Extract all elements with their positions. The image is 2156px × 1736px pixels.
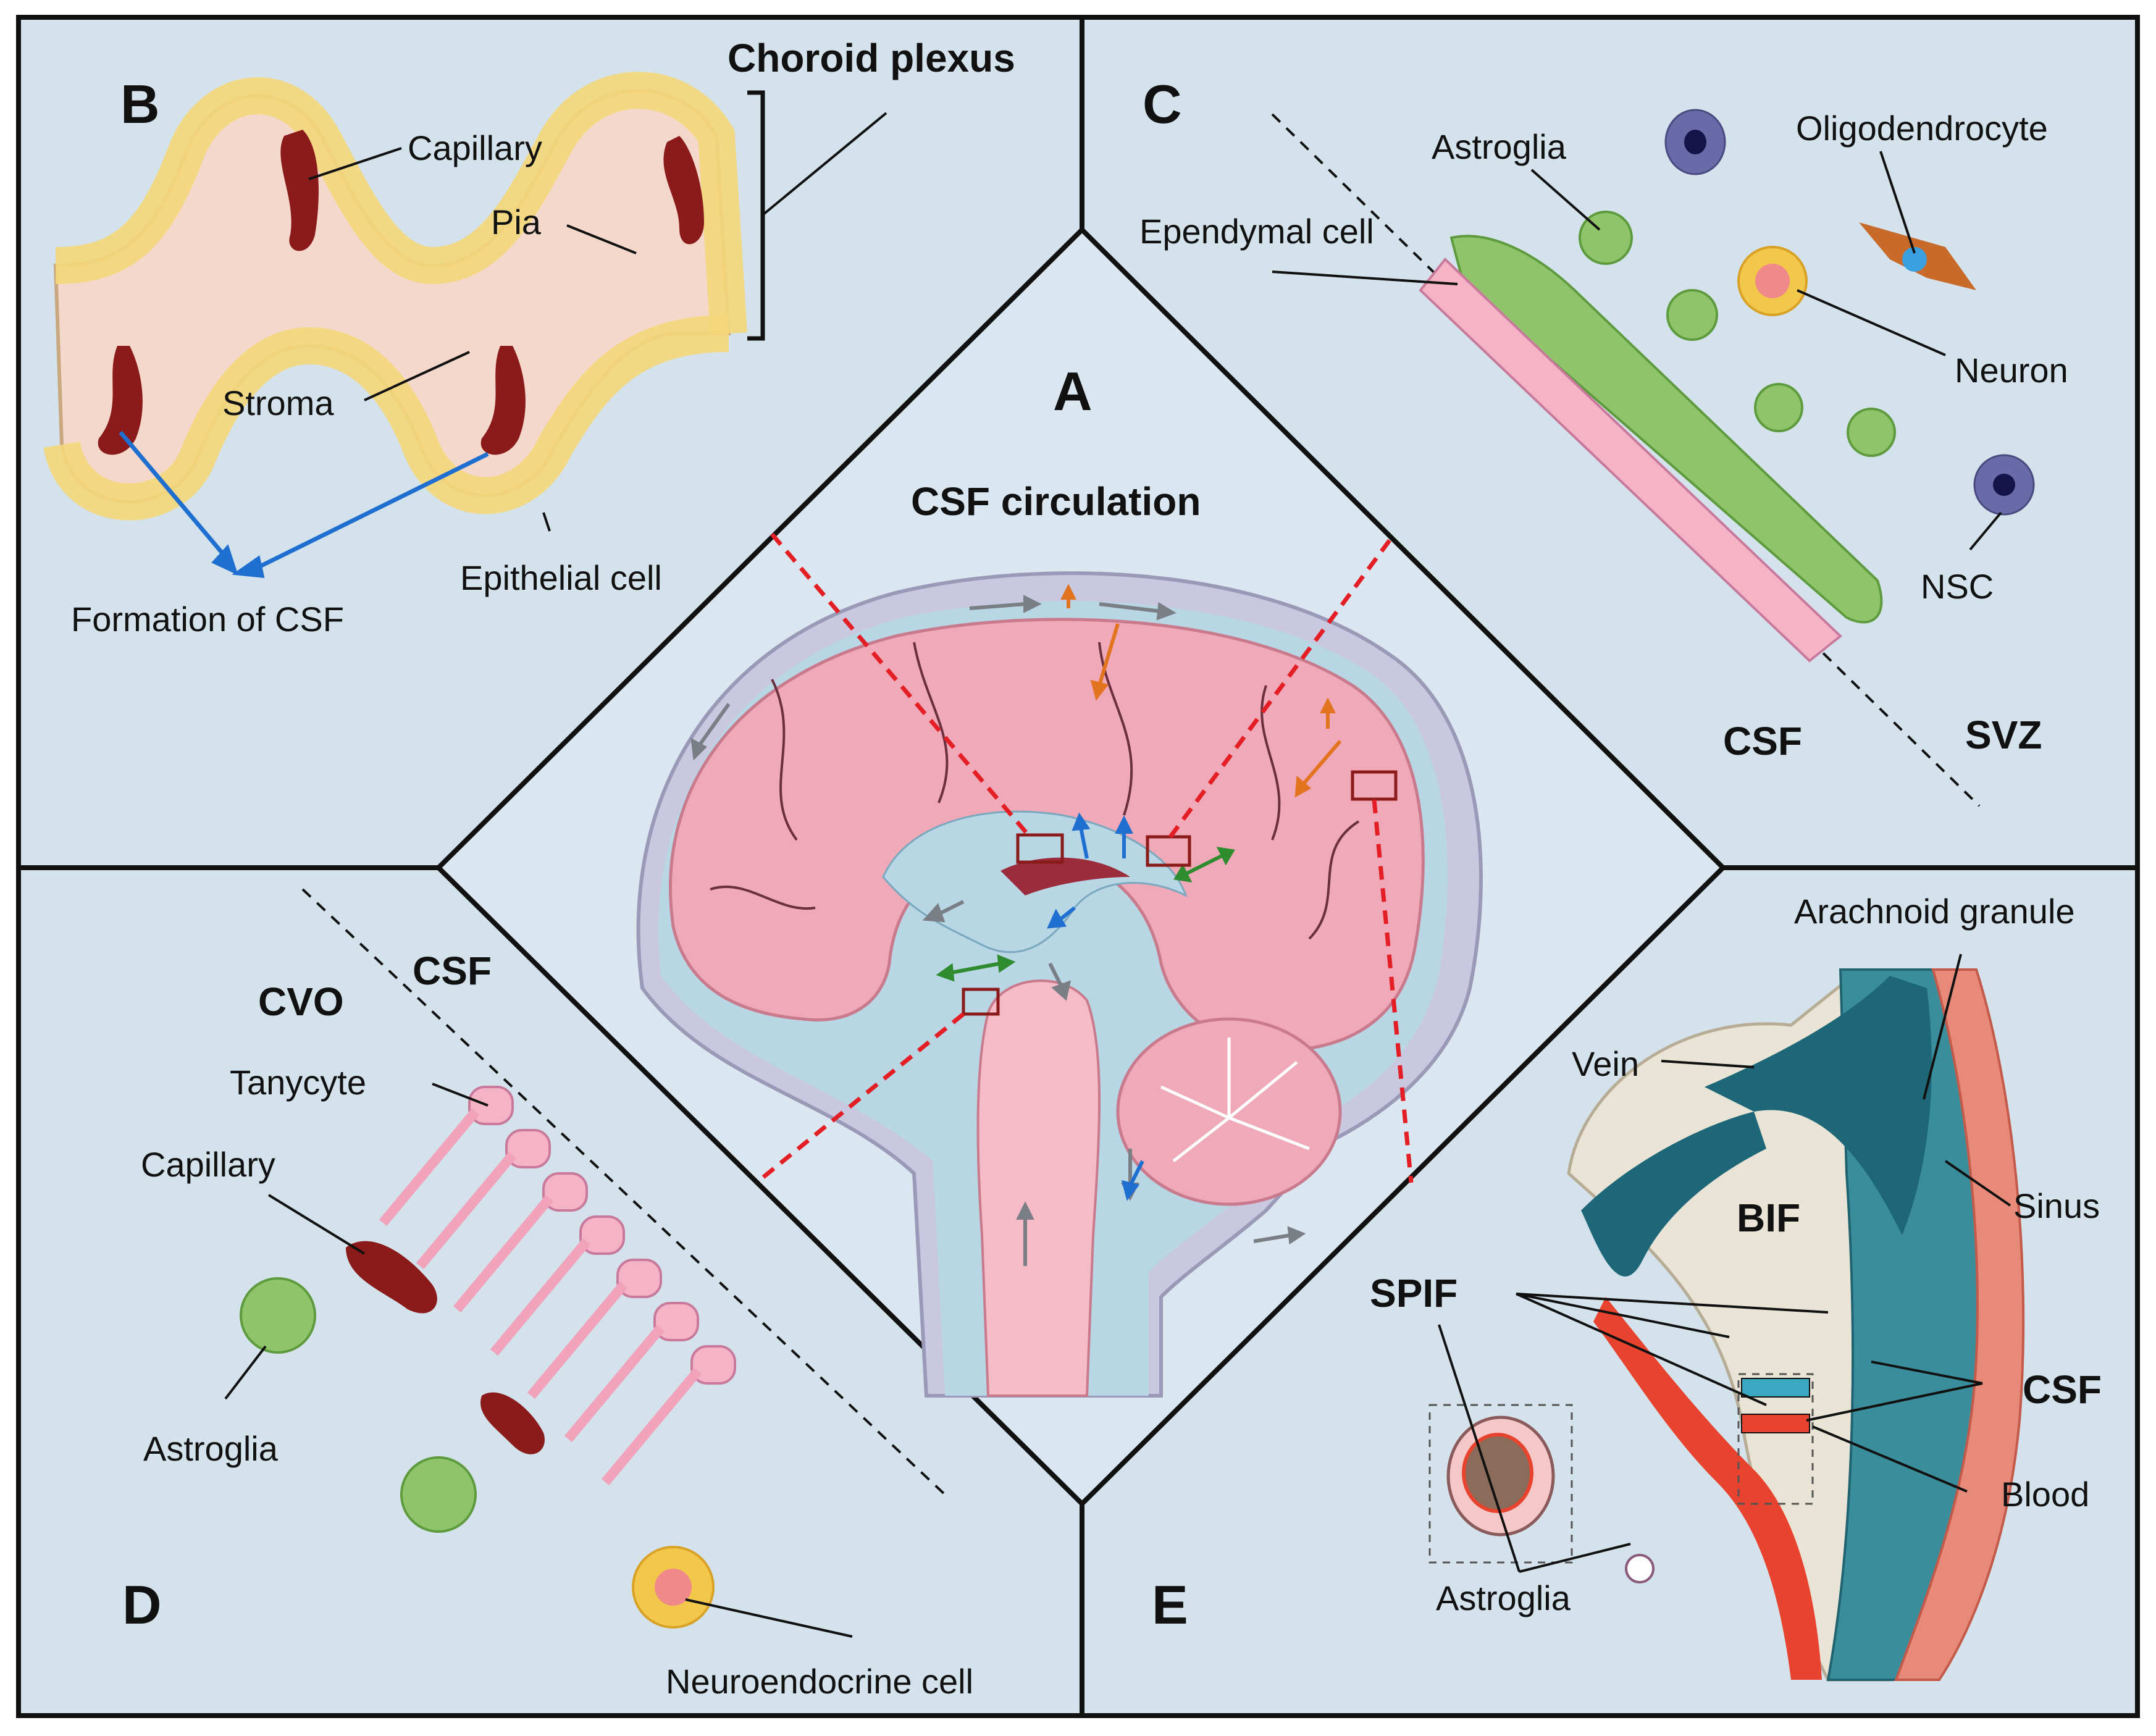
svz-label: SVZ <box>1965 713 2042 757</box>
nsc-cell-1-nucleus <box>1684 130 1706 154</box>
inset-box-left <box>1428 1404 1573 1564</box>
red-dashed-guides <box>755 532 1414 1185</box>
panel-b-leaders <box>308 112 887 532</box>
nsc-label: NSC <box>1921 567 1994 606</box>
nsc-cell-2-nucleus <box>1993 474 2015 496</box>
inset-vessel-lumen <box>1462 1433 1533 1513</box>
lower-epithelium <box>43 315 729 521</box>
sulcus-1 <box>771 679 798 841</box>
cvo-label: CVO <box>258 979 344 1024</box>
astroglia-label-c: Astroglia <box>1432 127 1566 166</box>
cvo-capillary-2 <box>480 1392 545 1454</box>
astroglia-cell-d1 <box>240 1277 316 1354</box>
astroglia-cell-c2 <box>1666 289 1718 341</box>
legend-blood-swatch <box>1741 1414 1810 1433</box>
formation-of-csf-label: Formation of CSF <box>71 600 344 639</box>
choroid-bracket <box>747 90 765 341</box>
capillary-label-d: Capillary <box>141 1145 275 1184</box>
capillary-4 <box>480 346 526 455</box>
panel-c-letter: C <box>1143 73 1182 135</box>
panel-c-leaders <box>1272 151 2002 551</box>
pia-label: Pia <box>491 203 541 241</box>
green-exchange-arrows <box>936 847 1235 982</box>
sinus-wall <box>1894 968 2025 1681</box>
blood-label: Blood <box>2001 1475 2090 1514</box>
svz-illustration <box>1271 109 2035 807</box>
blue-exchange-arrows <box>1047 812 1144 1201</box>
choroid-plexus-label: Choroid plexus <box>728 36 1015 80</box>
cvo-capillary-1 <box>346 1241 437 1314</box>
glial-layer <box>1449 235 1883 624</box>
astroglia-cell-e <box>1625 1554 1655 1583</box>
sinus-blood <box>1705 976 1932 1235</box>
brainstem <box>976 979 1101 1397</box>
astroglia-label-e: Astroglia <box>1436 1579 1571 1617</box>
panel-e-letter: E <box>1152 1574 1188 1635</box>
astroglia-cell-c4 <box>1847 408 1896 457</box>
cvo-boundary <box>301 888 946 1496</box>
box-choroid <box>1016 833 1064 864</box>
legend-csf-swatch <box>1741 1378 1810 1398</box>
panel-b-letter: B <box>120 73 160 135</box>
csf-label-e: CSF <box>2023 1367 2102 1412</box>
sulcus-6 <box>710 885 816 910</box>
ependymal-layer <box>1419 258 1843 663</box>
sulcus-5 <box>1308 820 1360 940</box>
capillary-3 <box>98 346 143 455</box>
sulcus-3 <box>1098 642 1133 816</box>
panel-d-letter: D <box>122 1574 162 1635</box>
artery-branch <box>1593 1297 1822 1680</box>
box-ependyma <box>1146 835 1191 867</box>
cerebellum-arbor <box>1160 1038 1310 1162</box>
bif-label: BIF <box>1737 1196 1801 1240</box>
astroglia-cell-c3 <box>1754 383 1803 432</box>
ependymal-cell-label: Ependymal cell <box>1139 212 1374 251</box>
tanycyte-row <box>468 1086 736 1385</box>
oligodendrocyte-nucleus <box>1902 247 1927 272</box>
astroglia-label-d: Astroglia <box>143 1429 278 1468</box>
choroid-plexus-illustration <box>43 72 765 521</box>
sulcus-4 <box>1260 685 1281 841</box>
tanycyte-processes <box>379 1108 702 1486</box>
neuroendocrine-nucleus <box>655 1569 692 1606</box>
choroid-plexus-strip <box>1000 857 1130 895</box>
csf-flow-arrows <box>690 595 1306 1266</box>
neuron-nucleus-c <box>1755 264 1790 298</box>
orange-arrows <box>1060 584 1342 798</box>
spif-label: SPIF <box>1370 1271 1458 1315</box>
capillary-label-b: Capillary <box>408 128 542 167</box>
csf-label-d: CSF <box>413 949 492 993</box>
brain-illustration <box>636 571 1483 1398</box>
box-cvo <box>962 988 1000 1016</box>
upper-epithelium <box>55 72 747 335</box>
panel-e-leaders <box>1438 954 2011 1573</box>
sinus-label: Sinus <box>2013 1186 2100 1225</box>
cvo-illustration <box>240 888 946 1629</box>
tanycyte-label: Tanycyte <box>230 1063 366 1102</box>
epithelial-cell-label: Epithelial cell <box>460 558 662 597</box>
neuroendocrine-cell-label: Neuroendocrine cell <box>666 1662 974 1701</box>
vein-label: Vein <box>1572 1044 1639 1083</box>
panel-d-leaders <box>224 1083 853 1638</box>
vein-branch <box>1581 1112 1766 1277</box>
box-arachnoid <box>1351 770 1398 801</box>
astroglia-cell-d2 <box>400 1456 477 1533</box>
oligodendrocyte-label: Oligodendrocyte <box>1796 109 2048 148</box>
panel-a-letter: A <box>1053 361 1093 422</box>
sinus-illustration <box>1428 968 2025 1682</box>
arachnoid-granule-label: Arachnoid granule <box>1794 892 2075 931</box>
formation-arrows <box>119 430 489 578</box>
panel-a-title: CSF circulation <box>911 479 1201 524</box>
capillary-1 <box>280 130 319 251</box>
sulcus-2 <box>913 642 949 803</box>
capillary-2 <box>663 136 704 245</box>
inset-box-right <box>1737 1373 1814 1505</box>
csf-label-c: CSF <box>1723 719 1802 763</box>
neuron-label: Neuron <box>1955 351 2068 390</box>
stroma-label: Stroma <box>222 384 334 422</box>
